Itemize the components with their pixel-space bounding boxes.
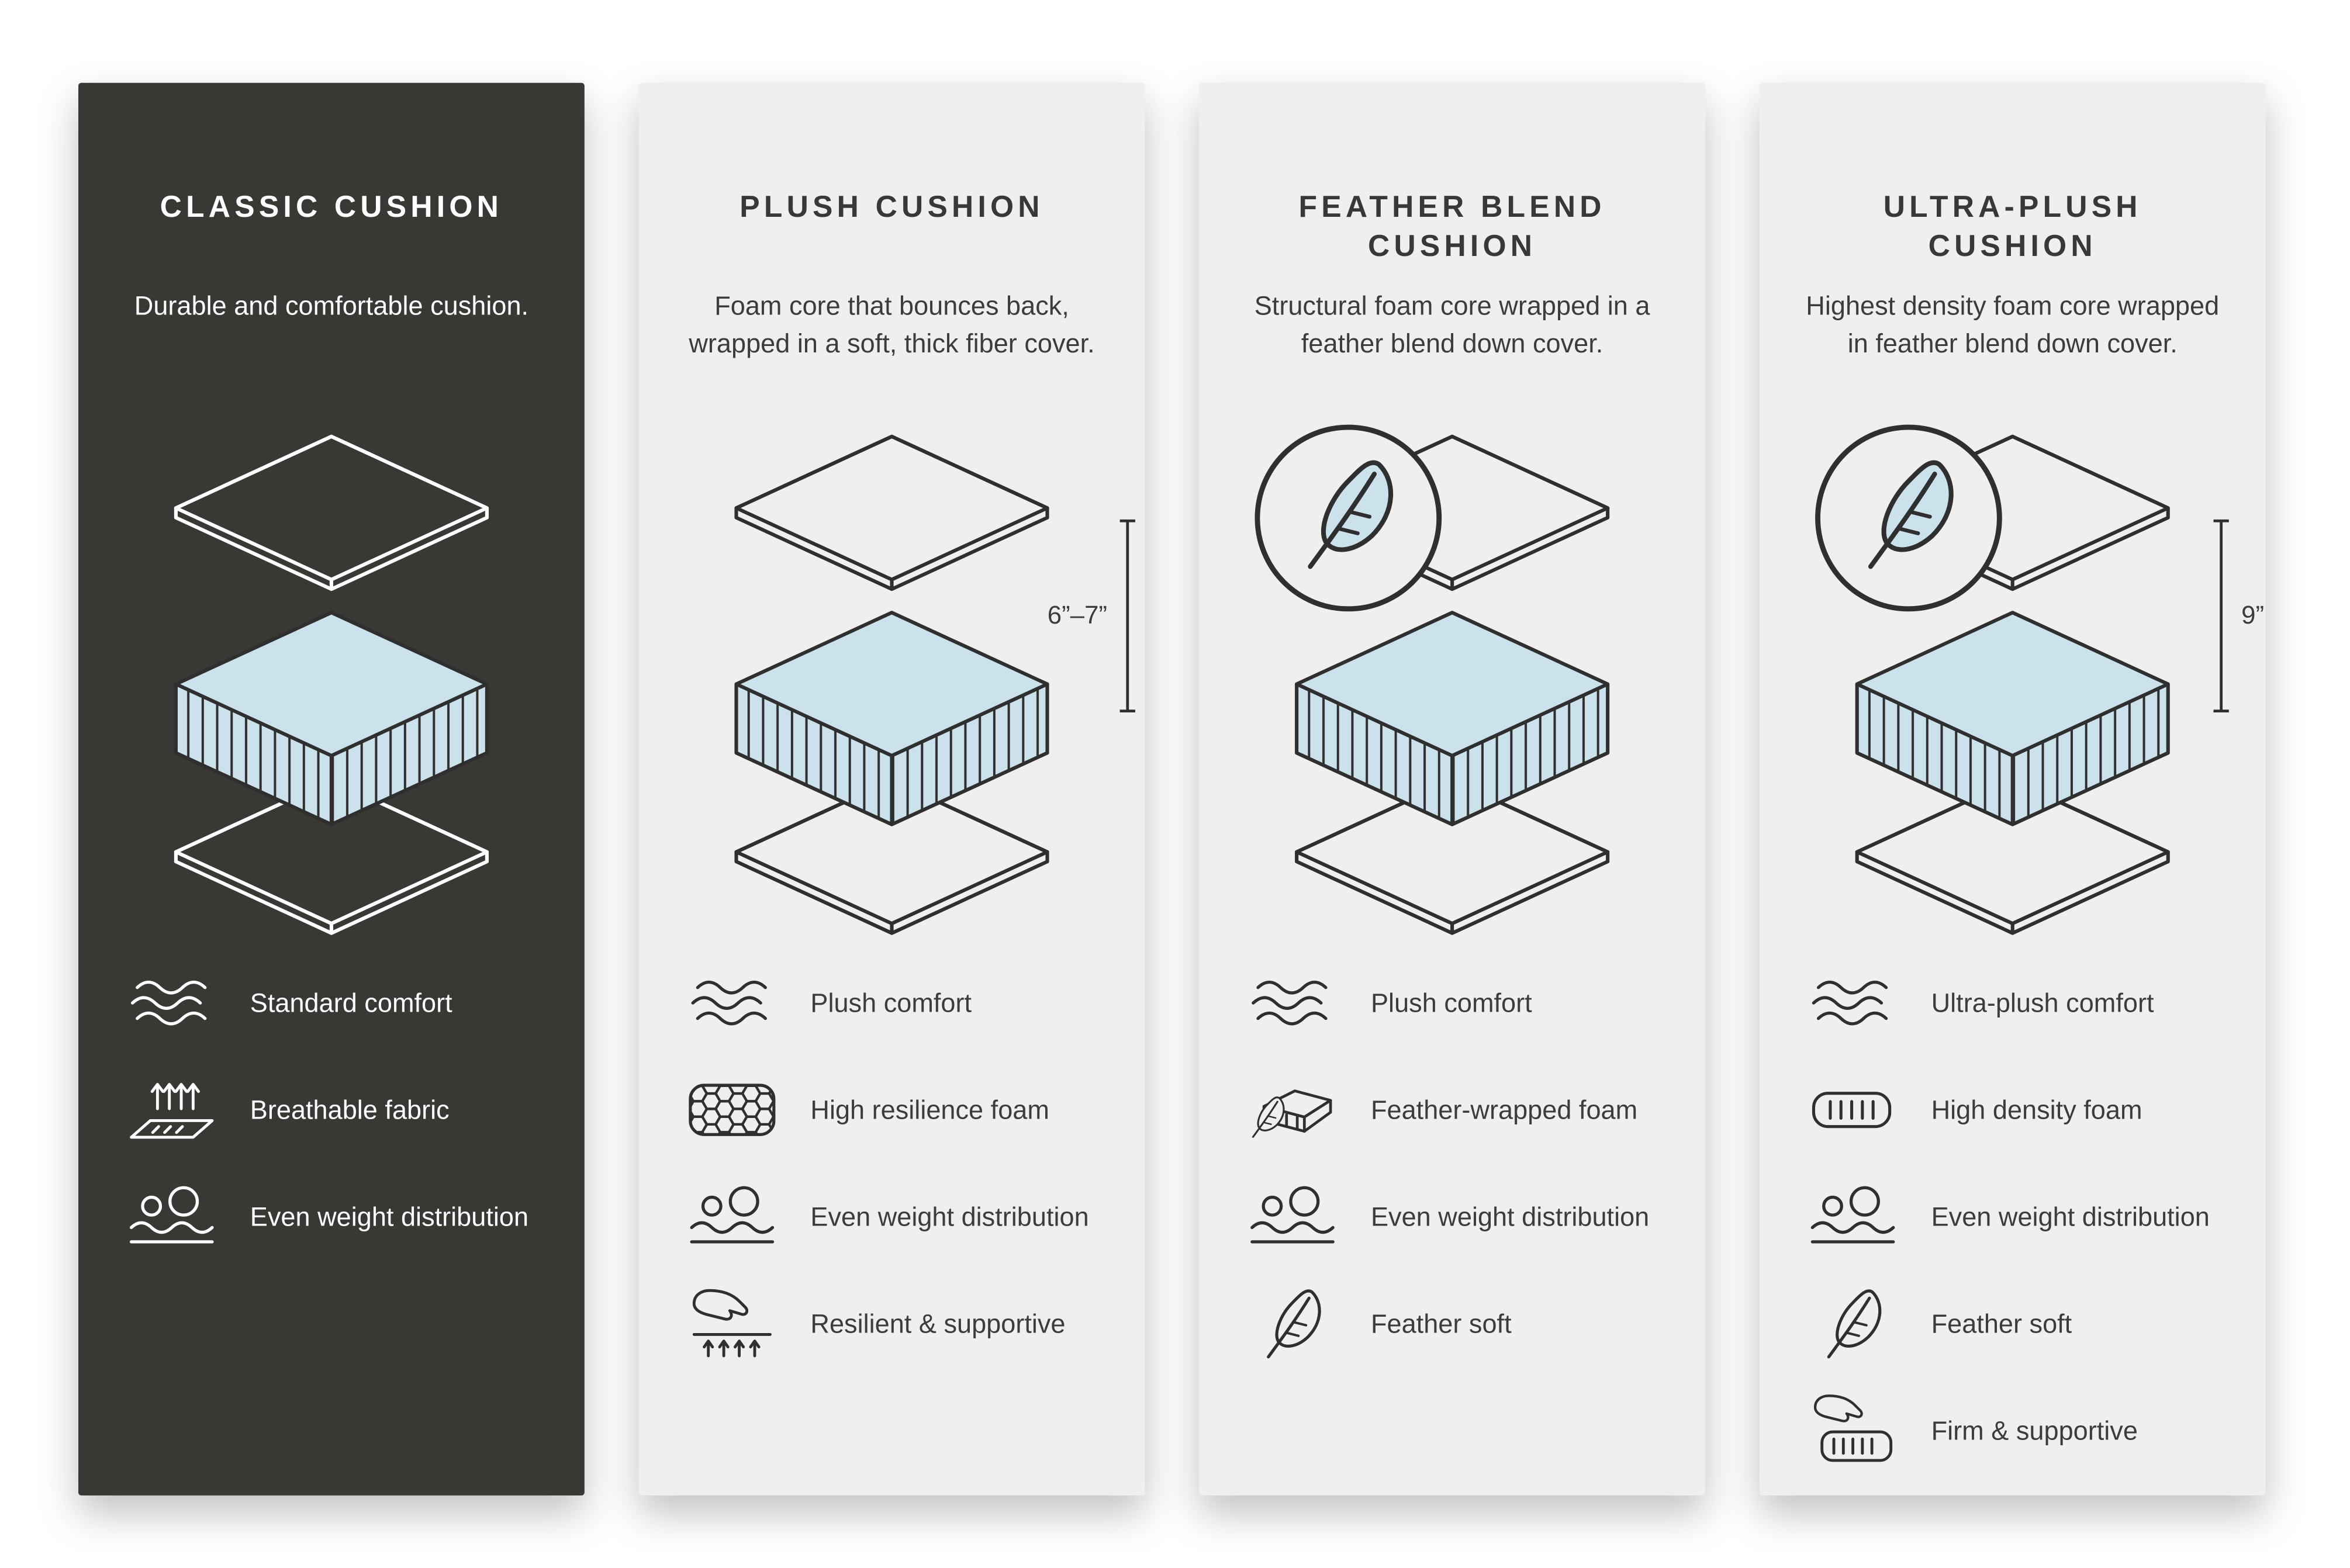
- feature-row: Breathable fabric: [123, 1072, 539, 1148]
- height-measurement: 6”–7”: [1048, 517, 1138, 715]
- even-weight-icon: [126, 1179, 217, 1255]
- panel-feather-blend-cushion: FEATHER BLEND CUSHION Structural foam co…: [1199, 82, 1706, 1496]
- feature-list: Plush comfort Feather-wrapped foam Even …: [1245, 965, 1660, 1362]
- feature-label: Ultra-plush comfort: [1931, 987, 2154, 1018]
- panel-description: Structural foam core wrapped in a feathe…: [1254, 290, 1650, 358]
- even-weight-icon: [1808, 1179, 1898, 1255]
- feature-row: Feather soft: [1805, 1286, 2220, 1362]
- hand-press-icon: [687, 1286, 777, 1362]
- measurement-bracket-icon: [2213, 519, 2229, 713]
- feature-row: Even weight distribution: [1245, 1179, 1660, 1255]
- feature-label: Breathable fabric: [250, 1094, 450, 1124]
- feature-label: Resilient & supportive: [810, 1308, 1066, 1338]
- cushion-panels: CLASSIC CUSHION Durable and comfortable …: [78, 82, 2266, 1496]
- measurement-label: 9”: [2241, 601, 2265, 630]
- feature-row: Resilient & supportive: [684, 1286, 1100, 1362]
- waves-icon: [687, 965, 777, 1041]
- waves-icon: [126, 965, 217, 1041]
- feather-badge-icon: [1252, 422, 1444, 615]
- cushion-stack-wrap: 9”: [1833, 434, 2264, 943]
- feature-row: Even weight distribution: [1805, 1179, 2220, 1255]
- panel-ultra-plush-cushion: ULTRA-PLUSH CUSHION Highest density foam…: [1759, 82, 2266, 1496]
- honeycomb-icon: [687, 1072, 777, 1148]
- feature-list: Standard comfort Breathable fabric Even …: [123, 965, 539, 1255]
- panel-title: PLUSH CUSHION: [739, 191, 1044, 224]
- panel-title: FEATHER BLEND CUSHION: [1298, 191, 1606, 264]
- breathable-fabric-icon: [126, 1072, 217, 1148]
- feature-list: Plush comfort High resilience foam Even …: [684, 965, 1100, 1362]
- panel-description: Durable and comfortable cushion.: [134, 290, 529, 321]
- panel-description: Foam core that bounces back, wrapped in …: [689, 290, 1095, 358]
- feature-label: Plush comfort: [1370, 987, 1532, 1018]
- feature-label: Standard comfort: [250, 987, 452, 1018]
- measurement-bracket-icon: [1119, 519, 1135, 713]
- cushion-stack-wrap: [152, 434, 510, 943]
- height-measurement: 9”: [2211, 517, 2265, 715]
- high-density-foam-icon: [1808, 1072, 1898, 1148]
- feather-icon: [1247, 1286, 1338, 1362]
- cushion-stack-wrap: 6”–7”: [713, 434, 1135, 943]
- feature-label: Feather soft: [1931, 1308, 2072, 1338]
- cushion-diagram: [123, 435, 539, 942]
- hand-mattress-icon: [1808, 1393, 1898, 1469]
- feature-row: High density foam: [1805, 1072, 2220, 1148]
- feather-wrapped-foam-icon: [1247, 1072, 1338, 1148]
- cushion-diagram: 6”–7”: [684, 434, 1135, 943]
- feature-label: Even weight distribution: [250, 1201, 529, 1231]
- feature-row: Feather-wrapped foam: [1245, 1072, 1660, 1148]
- feather-icon: [1808, 1286, 1898, 1362]
- panel-title: ULTRA-PLUSH CUSHION: [1883, 191, 2142, 264]
- feature-label: Feather soft: [1370, 1308, 1512, 1338]
- waves-icon: [1808, 965, 1898, 1041]
- panel-plush-cushion: PLUSH CUSHION Foam core that bounces bac…: [638, 82, 1145, 1496]
- feature-label: Feather-wrapped foam: [1370, 1094, 1638, 1124]
- feature-label: High resilience foam: [810, 1094, 1049, 1124]
- feature-label: Firm & supportive: [1931, 1415, 2138, 1445]
- cushion-layers-illustration: [713, 434, 1071, 943]
- even-weight-icon: [687, 1179, 777, 1255]
- feature-list: Ultra-plush comfort High density foam Ev…: [1805, 965, 2220, 1469]
- feature-label: Even weight distribution: [1931, 1201, 2210, 1231]
- feature-row: Even weight distribution: [123, 1179, 539, 1255]
- measurement-label: 6”–7”: [1047, 601, 1108, 630]
- waves-icon: [1247, 965, 1338, 1041]
- cushion-diagram: [1245, 435, 1660, 942]
- feature-row: Firm & supportive: [1805, 1393, 2220, 1469]
- cushion-diagram: 9”: [1805, 434, 2264, 943]
- feature-row: Ultra-plush comfort: [1805, 965, 2220, 1041]
- feature-row: Plush comfort: [684, 965, 1100, 1041]
- panel-description: Highest density foam core wrapped in fea…: [1806, 290, 2220, 358]
- feature-label: Even weight distribution: [1370, 1201, 1650, 1231]
- feature-label: High density foam: [1931, 1094, 2142, 1124]
- even-weight-icon: [1247, 1179, 1338, 1255]
- feature-label: Even weight distribution: [810, 1201, 1089, 1231]
- feature-label: Plush comfort: [810, 987, 972, 1018]
- feature-row: Feather soft: [1245, 1286, 1660, 1362]
- feature-row: High resilience foam: [684, 1072, 1100, 1148]
- cushion-layers-illustration: [152, 434, 510, 943]
- cushion-stack-wrap: [1273, 434, 1631, 943]
- feature-row: Standard comfort: [123, 965, 539, 1041]
- panel-classic-cushion: CLASSIC CUSHION Durable and comfortable …: [78, 82, 585, 1496]
- feather-badge-icon: [1812, 422, 2005, 615]
- feature-row: Plush comfort: [1245, 965, 1660, 1041]
- panel-title: CLASSIC CUSHION: [160, 191, 503, 224]
- feature-row: Even weight distribution: [684, 1179, 1100, 1255]
